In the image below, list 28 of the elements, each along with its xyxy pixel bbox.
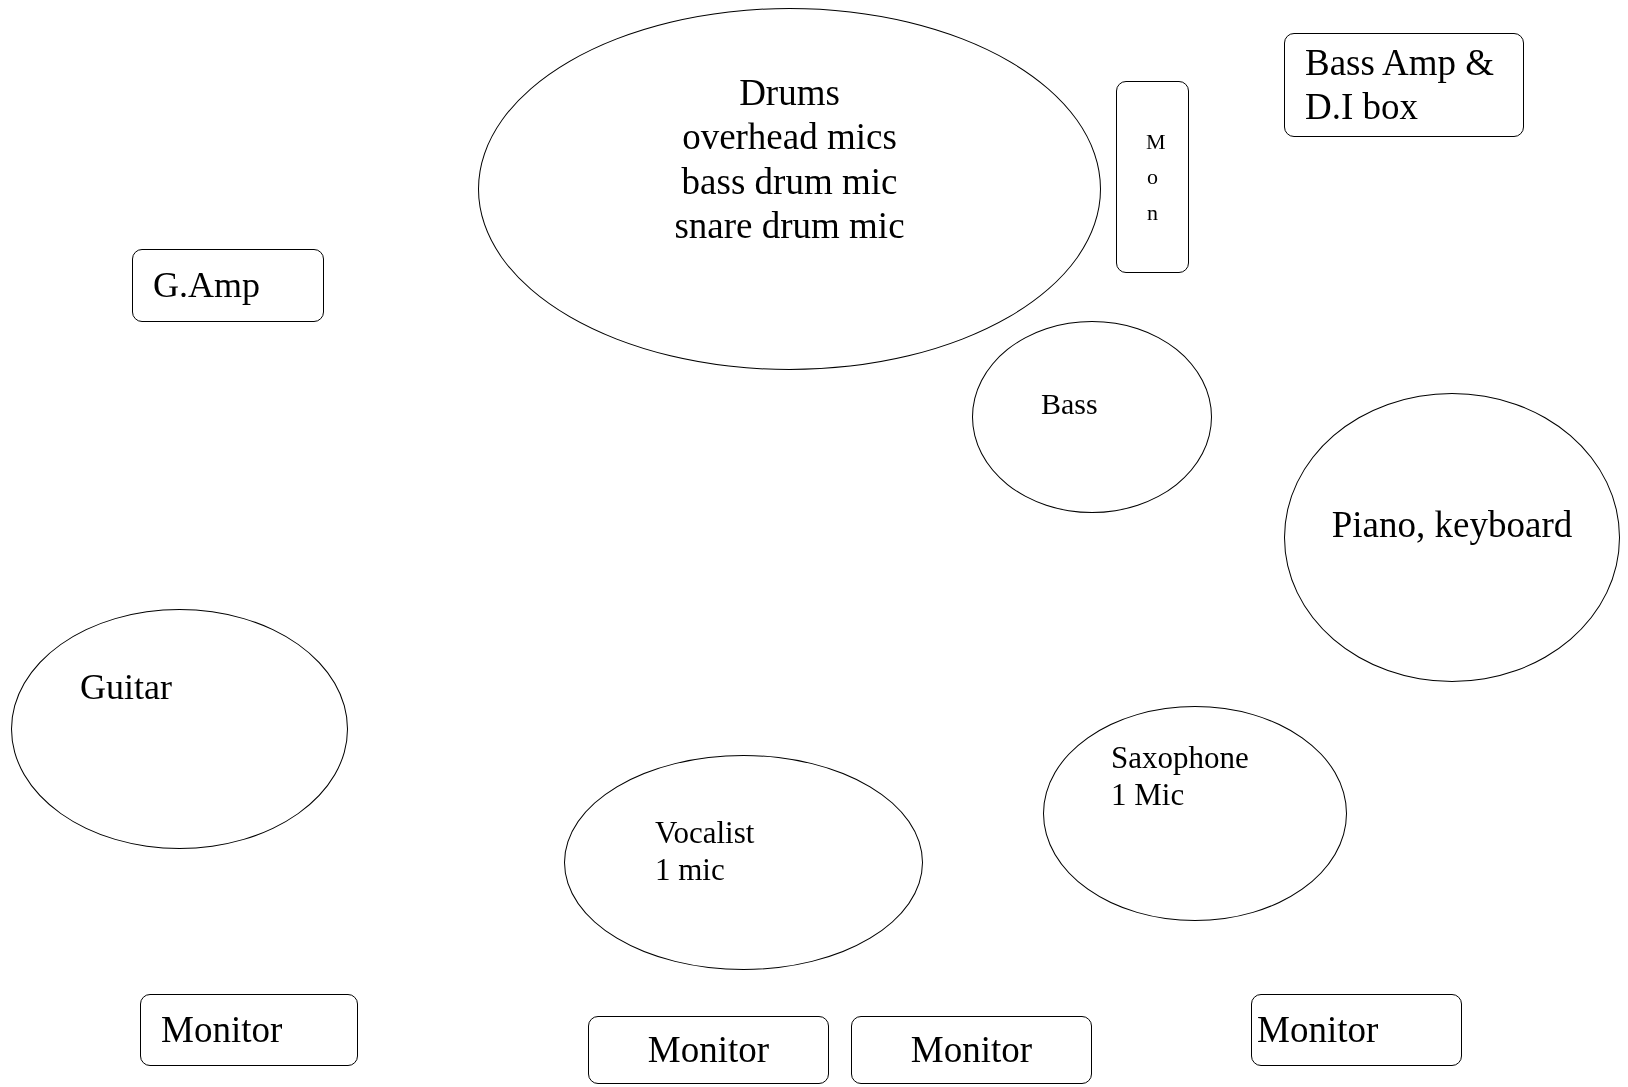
instrument-label: Drums [739, 71, 840, 115]
instrument-label: Saxophone [1111, 739, 1249, 777]
instrument-ellipse [1043, 706, 1347, 921]
instrument-label: snare drum mic [674, 204, 905, 249]
equipment-box [851, 1016, 1092, 1084]
instrument-label: Monitor [647, 1027, 770, 1072]
instrument-label: Monitor [161, 1007, 283, 1052]
instrument-label: Vocalist [655, 814, 755, 852]
instrument-label: Bass Amp & D.I box [1305, 40, 1496, 129]
equipment-box [140, 994, 358, 1066]
equipment-box [132, 249, 324, 322]
instrument-label: Guitar [80, 666, 172, 709]
equipment-box [1251, 994, 1462, 1066]
instrument-label: 1 mic [655, 851, 725, 889]
instrument-label: Monitor [910, 1027, 1033, 1072]
instrument-label: overhead mics [682, 115, 897, 160]
equipment-box [588, 1016, 829, 1084]
instrument-label: G.Amp [153, 263, 260, 307]
instrument-label: Piano, keyboard [1331, 502, 1573, 547]
instrument-label: Mon [1144, 128, 1168, 227]
instrument-label: Bass [1041, 386, 1098, 422]
instrument-label: 1 Mic [1111, 776, 1185, 814]
equipment-box [1116, 81, 1189, 273]
instrument-label: bass drum mic [681, 159, 898, 204]
instrument-ellipse [564, 755, 923, 970]
instrument-label: Monitor [1257, 1007, 1379, 1052]
instrument-ellipse [1284, 393, 1620, 682]
equipment-box [1284, 33, 1524, 137]
